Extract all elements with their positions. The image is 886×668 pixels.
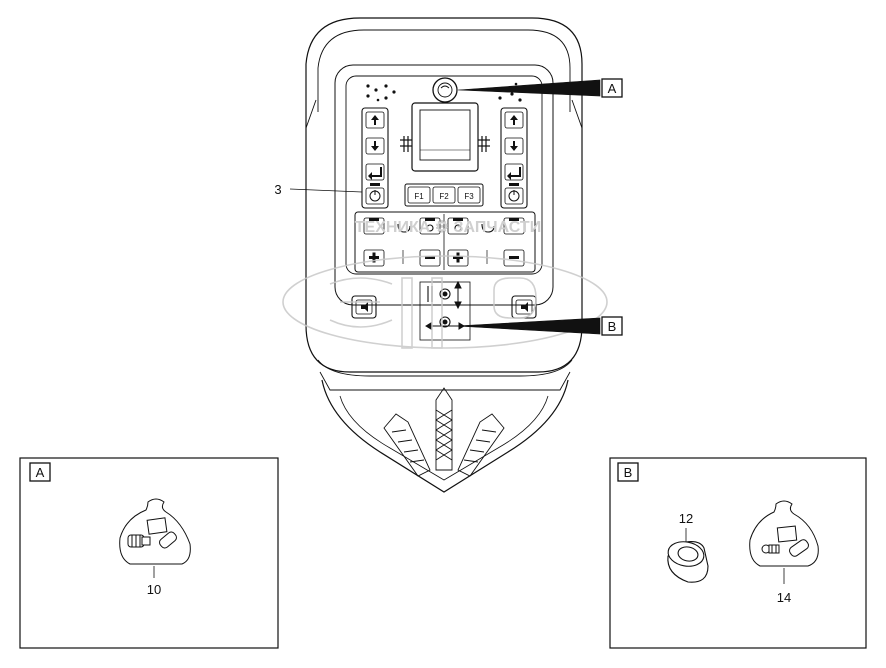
center-joystick-switches [419,280,471,341]
center-display [411,102,479,172]
part-14-parts-bag [749,500,819,567]
part-number-3: 3 [274,182,281,197]
left-key-enter-icon [368,167,382,180]
emergency-stop-button [432,77,458,103]
detail-panel-b [609,457,867,649]
right-key-column [500,107,528,209]
function-key-f1-frame [407,186,431,204]
callout-letter-a-main: A [608,81,617,96]
speaker-grille-left [366,84,396,102]
right-key-enter-icon [507,167,521,180]
console-housing [305,17,583,391]
left-key-column [361,107,389,209]
keypad-plus-icons [369,252,463,263]
detail-b-letter: B [624,465,633,480]
horn-button-right [511,295,537,319]
right-key-arrow-up-icon [510,115,518,125]
console-base-shield [321,379,569,493]
leader-wedge-a [457,79,601,97]
function-key-f2-frame [432,186,456,204]
function-key-group [404,183,484,207]
detail-a-letter: A [36,465,45,480]
part-number-12: 12 [679,511,693,526]
part-10-parts-bag [119,498,191,565]
left-key-arrow-up-icon [371,115,379,125]
keypad-rotate-icons [397,223,495,264]
part-number-10: 10 [147,582,161,597]
hydraulic-symbol-right [478,136,490,152]
keypad-minus-icons [369,218,519,259]
horn-button-left [351,295,377,319]
callout-box-a-main [601,78,623,98]
part-14-bulb-icon [761,544,780,554]
watermark-brand-text: ТЕХНИКА ⚙ ЗАПЧАСТИ [355,219,541,236]
hydraulic-symbol-left [400,136,412,152]
right-key-arrow-down-icon [510,141,518,151]
function-key-f1-label: F1 [414,192,424,201]
callout-letter-b-main: B [608,319,617,334]
left-key-arrow-down-icon [371,141,379,151]
part-12-knob [667,541,709,583]
left-key-power-icon [369,183,381,202]
leader-line-3 [289,188,363,193]
detail-panel-a [19,457,279,649]
function-key-f2-label: F2 [439,192,449,201]
callout-box-b-main [601,316,623,336]
part-number-14: 14 [777,590,791,605]
function-key-f3-frame [457,186,481,204]
brand-watermark [282,255,608,349]
leader-wedge-b [455,317,601,335]
function-key-f3-label: F3 [464,192,474,201]
part-10-plug-icon [127,534,151,548]
leader-lines [289,79,601,335]
right-key-power-icon [508,183,520,202]
